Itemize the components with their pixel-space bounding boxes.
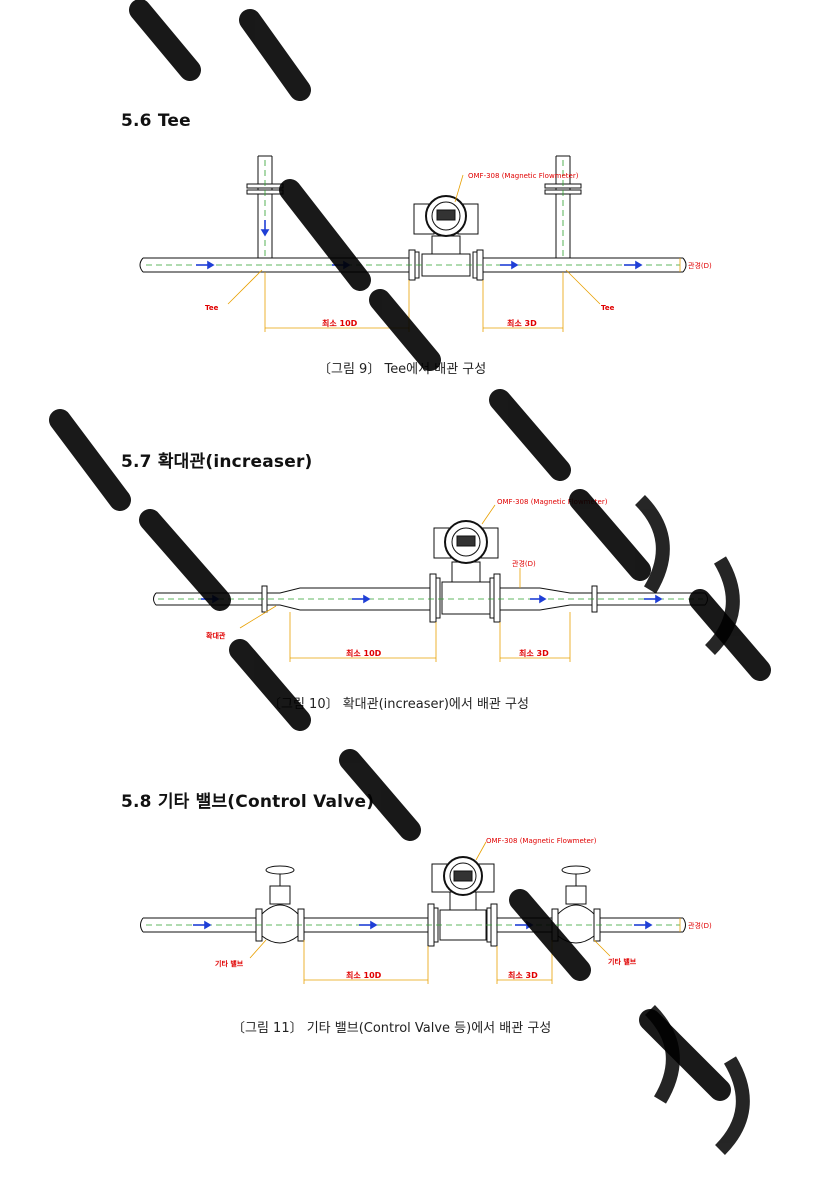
meter-label: OMF-308 (Magnetic Flowmeter) bbox=[468, 172, 579, 180]
meter-label: OMF-308 (Magnetic Flowmeter) bbox=[497, 498, 608, 506]
figure-9-caption: 〔그림 9〕 Tee에서 배관 구성 bbox=[318, 362, 487, 377]
valve-left-label: 기타 밸브 bbox=[215, 959, 244, 968]
section-5-8-heading: 5.8 기타 밸브(Control Valve) bbox=[121, 792, 375, 812]
min-10d-label: 최소 10D bbox=[322, 318, 358, 328]
section-5-6-heading: 5.6 Tee bbox=[121, 111, 191, 131]
increaser-label: 확대관 bbox=[206, 631, 226, 640]
min-10d-label: 최소 10D bbox=[346, 970, 382, 980]
valve-right-label: 기타 밸브 bbox=[608, 957, 637, 966]
pipe-diameter-label: 관경(D) bbox=[688, 261, 712, 270]
tee-left-label: Tee bbox=[205, 304, 219, 312]
control-valve-piping-diagram: OMF-308 (Magnetic Flowmeter) 기타 밸브 기타 밸브… bbox=[140, 837, 712, 984]
increaser-piping-diagram: OMF-308 (Magnetic Flowmeter) 확대관 최소 10D … bbox=[153, 498, 708, 662]
meter-label: OMF-308 (Magnetic Flowmeter) bbox=[486, 837, 597, 845]
pipe-diameter-label: 관경(D) bbox=[512, 559, 536, 568]
min-3d-label: 최소 3D bbox=[519, 648, 549, 658]
min-10d-label: 최소 10D bbox=[346, 648, 382, 658]
figure-10-caption: 〔그림 10〕 확대관(increaser)에서 배관 구성 bbox=[268, 697, 529, 712]
min-3d-label: 최소 3D bbox=[508, 970, 538, 980]
pipe-diameter-label: 관경(D) bbox=[688, 921, 712, 930]
tee-piping-diagram: OMF-308 (Magnetic Flowmeter) Tee Tee 최소 … bbox=[139, 155, 712, 332]
min-3d-label: 최소 3D bbox=[507, 318, 537, 328]
figure-11-caption: 〔그림 11〕 기타 밸브(Control Valve 등)에서 배관 구성 bbox=[232, 1021, 552, 1036]
tee-right-label: Tee bbox=[601, 304, 615, 312]
section-5-7-heading: 5.7 확대관(increaser) bbox=[121, 452, 313, 472]
